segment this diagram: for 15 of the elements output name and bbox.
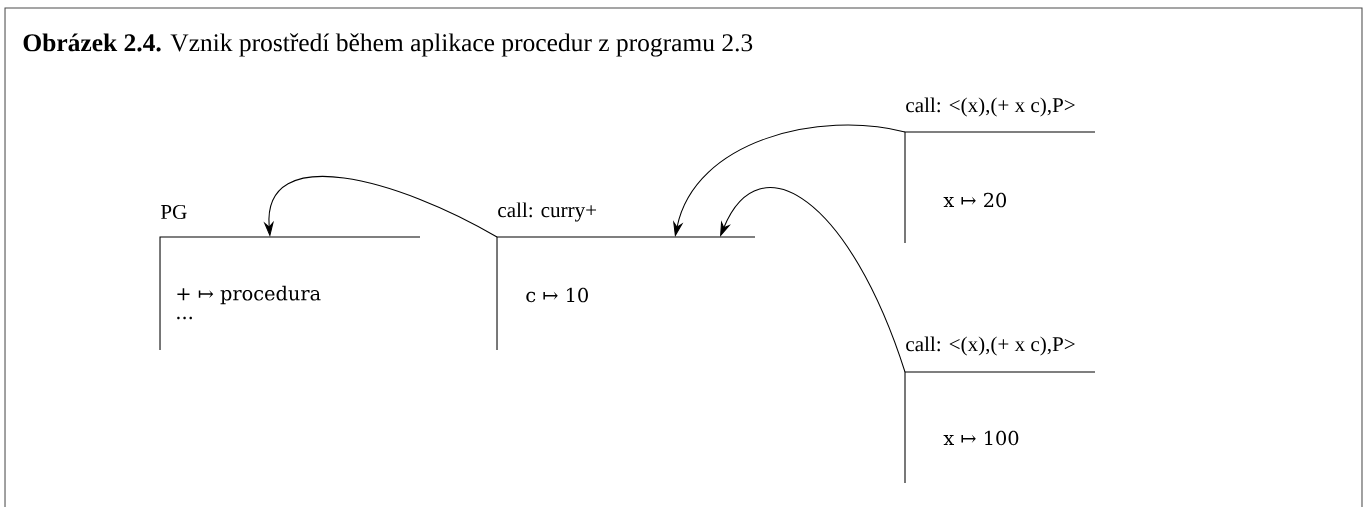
binding-text: ...: [177, 316, 192, 320]
environment-frame: [904, 97, 1096, 244]
arrow: [720, 187, 906, 373]
environment-frame: [904, 336, 1096, 484]
binding-text: x ↦ 20: [943, 192, 1006, 208]
binding-text: c ↦ 10: [526, 287, 588, 303]
frame-heading: call: <(x),(+ x c),P>: [906, 97, 1075, 117]
figure-caption: Obrázek 2.4. Vznik prostředí během aplikace procedur z programu 2.3: [23, 33, 753, 57]
frame-heading: PG: [160, 204, 187, 220]
binding-text: + ↦ procedura: [177, 285, 321, 305]
frame-heading: call: <(x),(+ x c),P>: [906, 336, 1075, 356]
binding-text: x ↦ 100: [943, 430, 1019, 446]
frame-heading: call: curry+: [498, 202, 597, 222]
environment-frame: [159, 204, 421, 351]
environment-frame: [496, 202, 756, 351]
